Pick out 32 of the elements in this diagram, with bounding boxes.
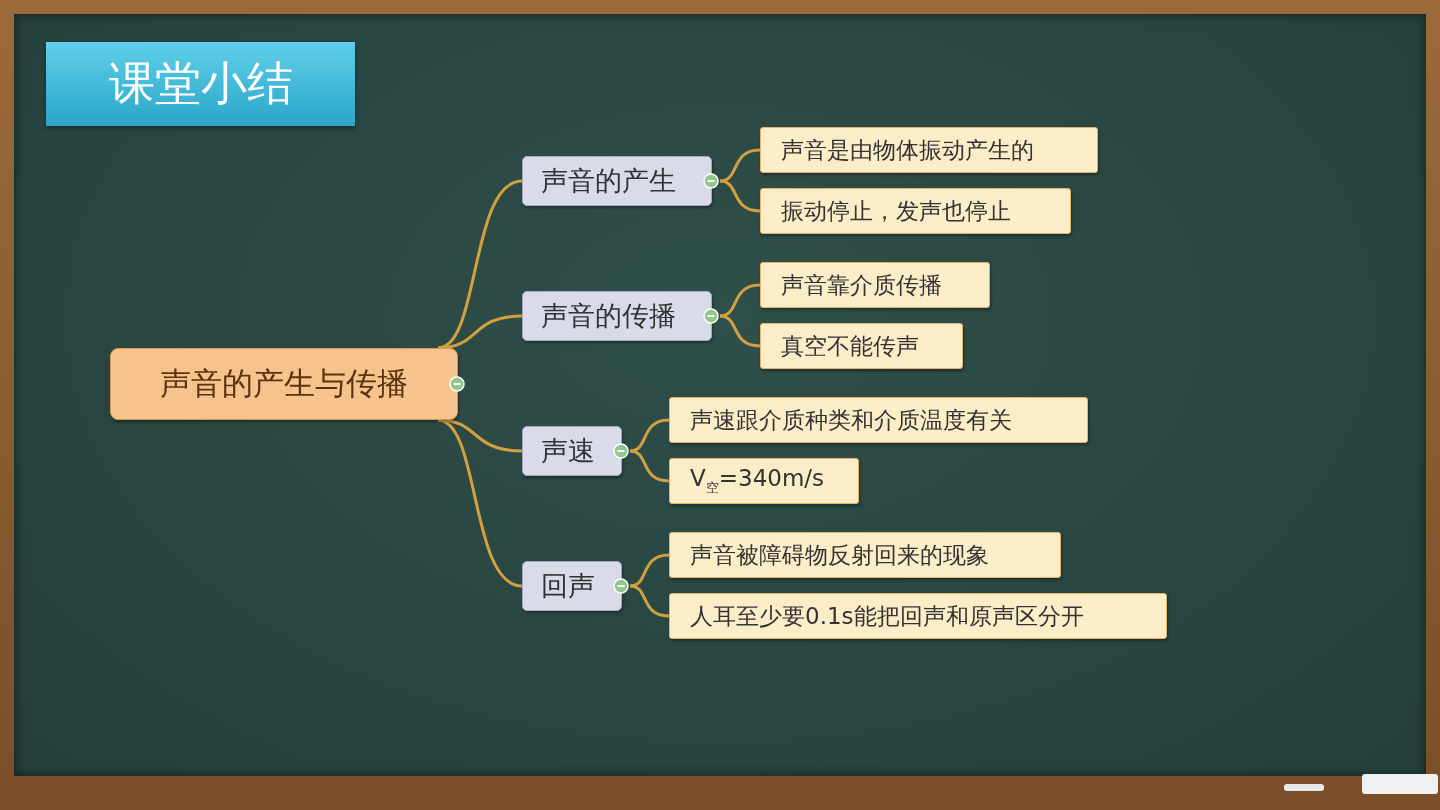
detail-box (669, 593, 1167, 639)
detail-text: 振动停止，发声也停止 (781, 196, 1011, 226)
connector-line (629, 449, 670, 483)
connector-line (719, 283, 761, 318)
detail-text: 声音靠介质传播 (781, 270, 942, 300)
connector-line (719, 314, 761, 348)
detail-text: 人耳至少要0.1s能把回声和原声区分开 (690, 601, 1084, 631)
detail-box (760, 262, 990, 308)
subtopic-text: 声速 (541, 434, 595, 468)
detail-text: 声音是由物体振动产生的 (781, 135, 1034, 165)
subtopic-text: 回声 (541, 569, 595, 603)
connector-line (437, 418, 523, 588)
detail-box (760, 127, 1098, 173)
connector-line (629, 553, 670, 588)
detail-text: 声音被障碍物反射回来的现象 (690, 540, 989, 570)
connector-line (719, 148, 761, 183)
detail-text: V$_{空}$=340m/s (690, 465, 825, 497)
detail-box (669, 458, 859, 504)
detail-box (760, 323, 963, 369)
central-topic-text: 声音的产生与传播 (160, 364, 408, 403)
detail-box (669, 532, 1061, 578)
subtopic-text: 声音的传播 (541, 299, 676, 333)
detail-box (669, 397, 1088, 443)
subtopic-text: 声音的产生 (541, 164, 676, 198)
connector-line (437, 314, 523, 350)
detail-box (760, 188, 1071, 234)
connector-line (629, 418, 670, 453)
connector-line (629, 584, 670, 618)
detail-text: 声速跟介质种类和介质温度有关 (690, 405, 1012, 435)
detail-text: 真空不能传声 (781, 331, 919, 361)
title-text: 课堂小结 (108, 55, 293, 112)
connector-line (719, 179, 761, 213)
